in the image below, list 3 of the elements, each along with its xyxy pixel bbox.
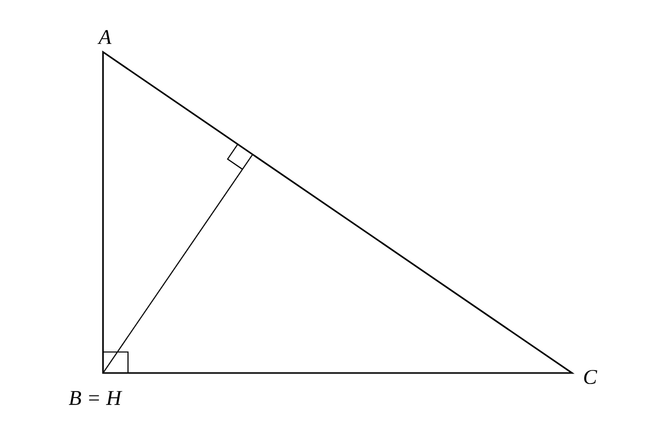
vertex-label: A: [97, 30, 112, 44]
vertex-label: B = H: [68, 391, 122, 405]
vertex-label: C: [584, 370, 598, 384]
